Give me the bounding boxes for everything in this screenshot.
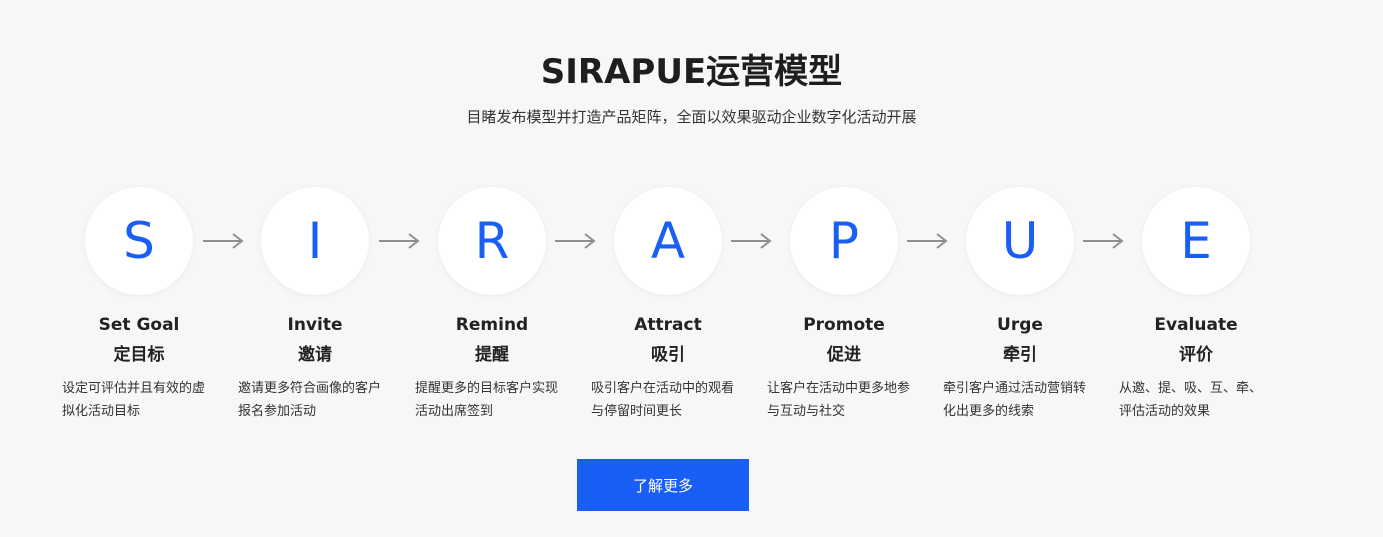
arrow-right-icon [203,233,244,249]
step-letter-circle: P [790,187,898,295]
step-title-en: Attract [634,315,702,335]
arrow-right-icon [555,233,596,249]
step-description: 牵引客户通过活动营销转化出更多的线索 [943,381,1087,419]
step-description: 吸引客户在活动中的观看与停留时间更长 [591,381,735,419]
step-title-en: Promote [803,315,885,335]
sirapue-steps: S Set Goal 定目标 设定可评估并且有效的虚拟化活动目标 I Invit… [62,187,1322,427]
arrow-right-icon [731,233,772,249]
step-title-cn: 提醒 [475,345,509,365]
step-letter-circle: S [85,187,193,295]
step-title-cn: 定目标 [113,345,165,365]
step-title-cn: 评价 [1179,345,1213,365]
step-letter-circle: E [1142,187,1250,295]
step-description: 提醒更多的目标客户实现活动出席签到 [415,381,559,419]
step-title-en: Urge [997,315,1043,335]
step-title-cn: 吸引 [651,345,685,365]
step-title-en: Evaluate [1154,315,1238,335]
step-description: 邀请更多符合画像的客户报名参加活动 [238,381,382,419]
step-title-en: Set Goal [98,315,180,335]
learn-more-button[interactable]: 了解更多 [577,459,749,511]
page-title: SIRAPUE运营模型 [540,52,843,92]
step-letter-circle: U [966,187,1074,295]
arrow-right-icon [907,233,948,249]
step-title-cn: 邀请 [298,345,332,365]
arrow-right-icon [379,233,420,249]
step-title-cn: 促进 [827,345,861,365]
step-letter-circle: R [438,187,546,295]
step-title-en: Remind [455,315,529,335]
step-letter-circle: I [261,187,369,295]
arrow-right-icon [1083,233,1124,249]
step-title-cn: 牵引 [1003,345,1037,365]
step-title-en: Invite [287,315,343,335]
step-description: 从邀、提、吸、互、牵、评估活动的效果 [1119,381,1263,419]
step-letter-circle: A [614,187,722,295]
page-subtitle: 目睹发布模型并打造产品矩阵，全面以效果驱动企业数字化活动开展 [466,108,917,126]
step-description: 让客户在活动中更多地参与互动与社交 [767,381,911,419]
step-description: 设定可评估并且有效的虚拟化活动目标 [62,381,206,419]
